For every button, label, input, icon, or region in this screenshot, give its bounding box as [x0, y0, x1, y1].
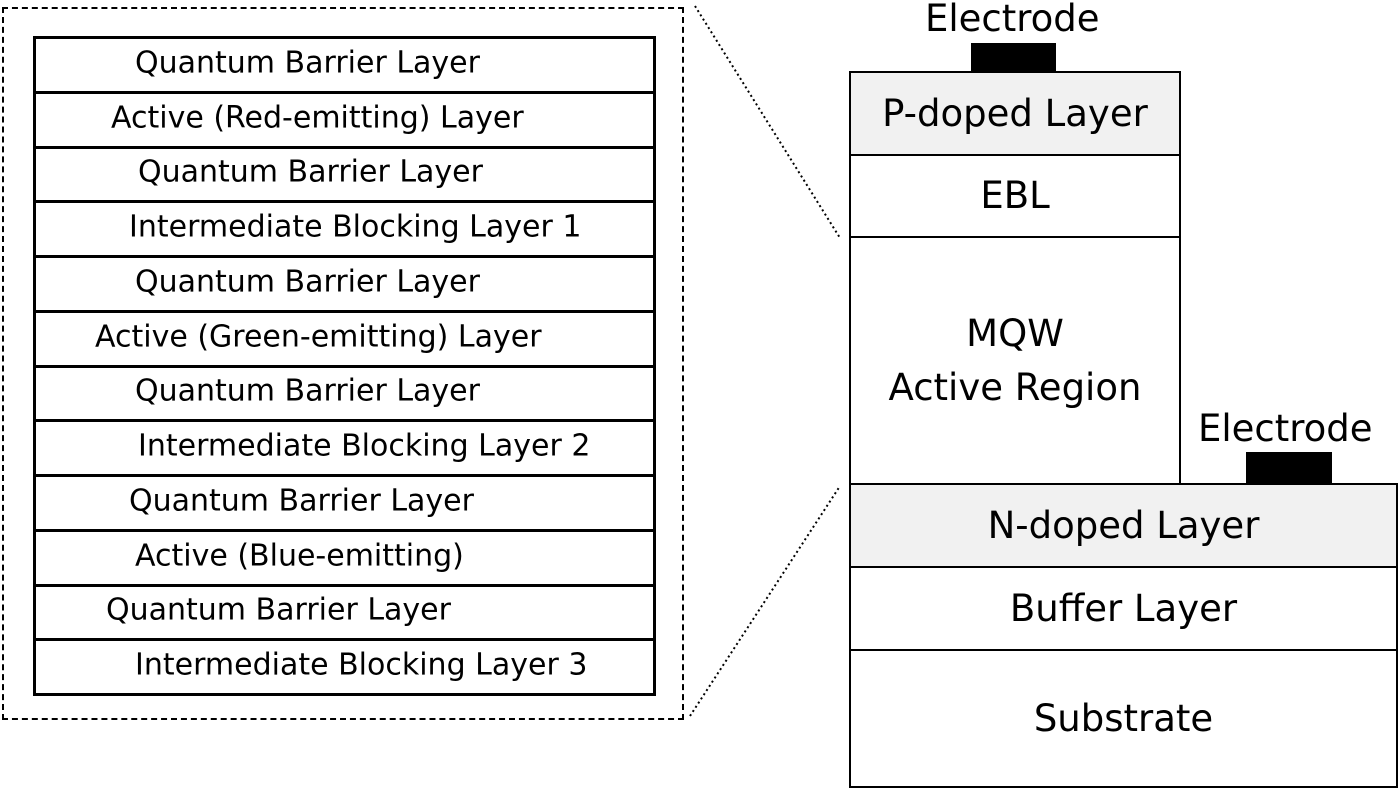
mqw-layer-label: Quantum Barrier Layer: [106, 592, 451, 628]
mqw-layer: Quantum Barrier Layer: [36, 474, 653, 529]
zoom-connector-top: [694, 5, 841, 239]
n-doped-layer: N-doped Layer: [849, 483, 1398, 568]
buffer-layer: Buffer Layer: [849, 566, 1398, 651]
mqw-layer: Quantum Barrier Layer: [36, 145, 653, 201]
mqw-active-region: MQW Active Region: [849, 236, 1181, 486]
mqw-layer: Quantum Barrier Layer: [36, 255, 653, 310]
mqw-layer-label: Active (Red-emitting) Layer: [111, 100, 524, 136]
top-electrode-label: Electrode: [925, 0, 1100, 40]
mqw-layer-label: Quantum Barrier Layer: [135, 45, 480, 81]
mqw-region-label-line1: MQW: [966, 312, 1064, 356]
mqw-layer: Active (Red-emitting) Layer: [36, 90, 653, 146]
mqw-layer-label: Quantum Barrier Layer: [138, 154, 483, 190]
substrate-layer: Substrate: [849, 649, 1398, 788]
p-doped-layer-label: P-doped Layer: [882, 91, 1148, 135]
mqw-layer-label: Intermediate Blocking Layer 3: [135, 647, 588, 683]
top-electrode: [971, 43, 1056, 73]
p-doped-layer: P-doped Layer: [849, 71, 1181, 156]
mqw-layer: Intermediate Blocking Layer 2: [36, 419, 653, 474]
side-electrode: [1246, 452, 1332, 486]
ebl-layer: EBL: [849, 154, 1181, 238]
mqw-layer-label: Intermediate Blocking Layer 2: [138, 428, 591, 464]
mqw-zoom-frame: [2, 7, 684, 720]
mqw-layer-label: Active (Green-emitting) Layer: [95, 319, 542, 355]
zoom-connector-bottom: [689, 485, 841, 717]
mqw-layer: Quantum Barrier Layer: [36, 583, 653, 639]
mqw-layer: Quantum Barrier Layer: [36, 39, 653, 91]
substrate-layer-label: Substrate: [1033, 696, 1214, 740]
n-doped-layer-label: N-doped Layer: [987, 503, 1260, 547]
mqw-layer-label: Quantum Barrier Layer: [129, 483, 474, 519]
mqw-layer: Active (Blue-emitting): [36, 528, 653, 584]
mqw-layer: Active (Green-emitting) Layer: [36, 309, 653, 365]
mqw-layer: Quantum Barrier Layer: [36, 364, 653, 420]
mqw-layer-label: Active (Blue-emitting): [135, 538, 464, 574]
side-electrode-label: Electrode: [1198, 407, 1373, 450]
mqw-layer: Intermediate Blocking Layer 1: [36, 200, 653, 255]
mqw-layer: Intermediate Blocking Layer 3: [36, 638, 653, 693]
buffer-layer-label: Buffer Layer: [1009, 586, 1238, 630]
mqw-layer-label: Quantum Barrier Layer: [135, 264, 480, 300]
mqw-layer-stack: Quantum Barrier Layer Active (Red-emitti…: [33, 36, 656, 696]
mqw-layer-label: Intermediate Blocking Layer 1: [129, 209, 582, 245]
ebl-layer-label: EBL: [980, 174, 1050, 218]
mqw-layer-label: Quantum Barrier Layer: [135, 373, 480, 409]
mqw-region-label-line2: Active Region: [888, 366, 1142, 409]
